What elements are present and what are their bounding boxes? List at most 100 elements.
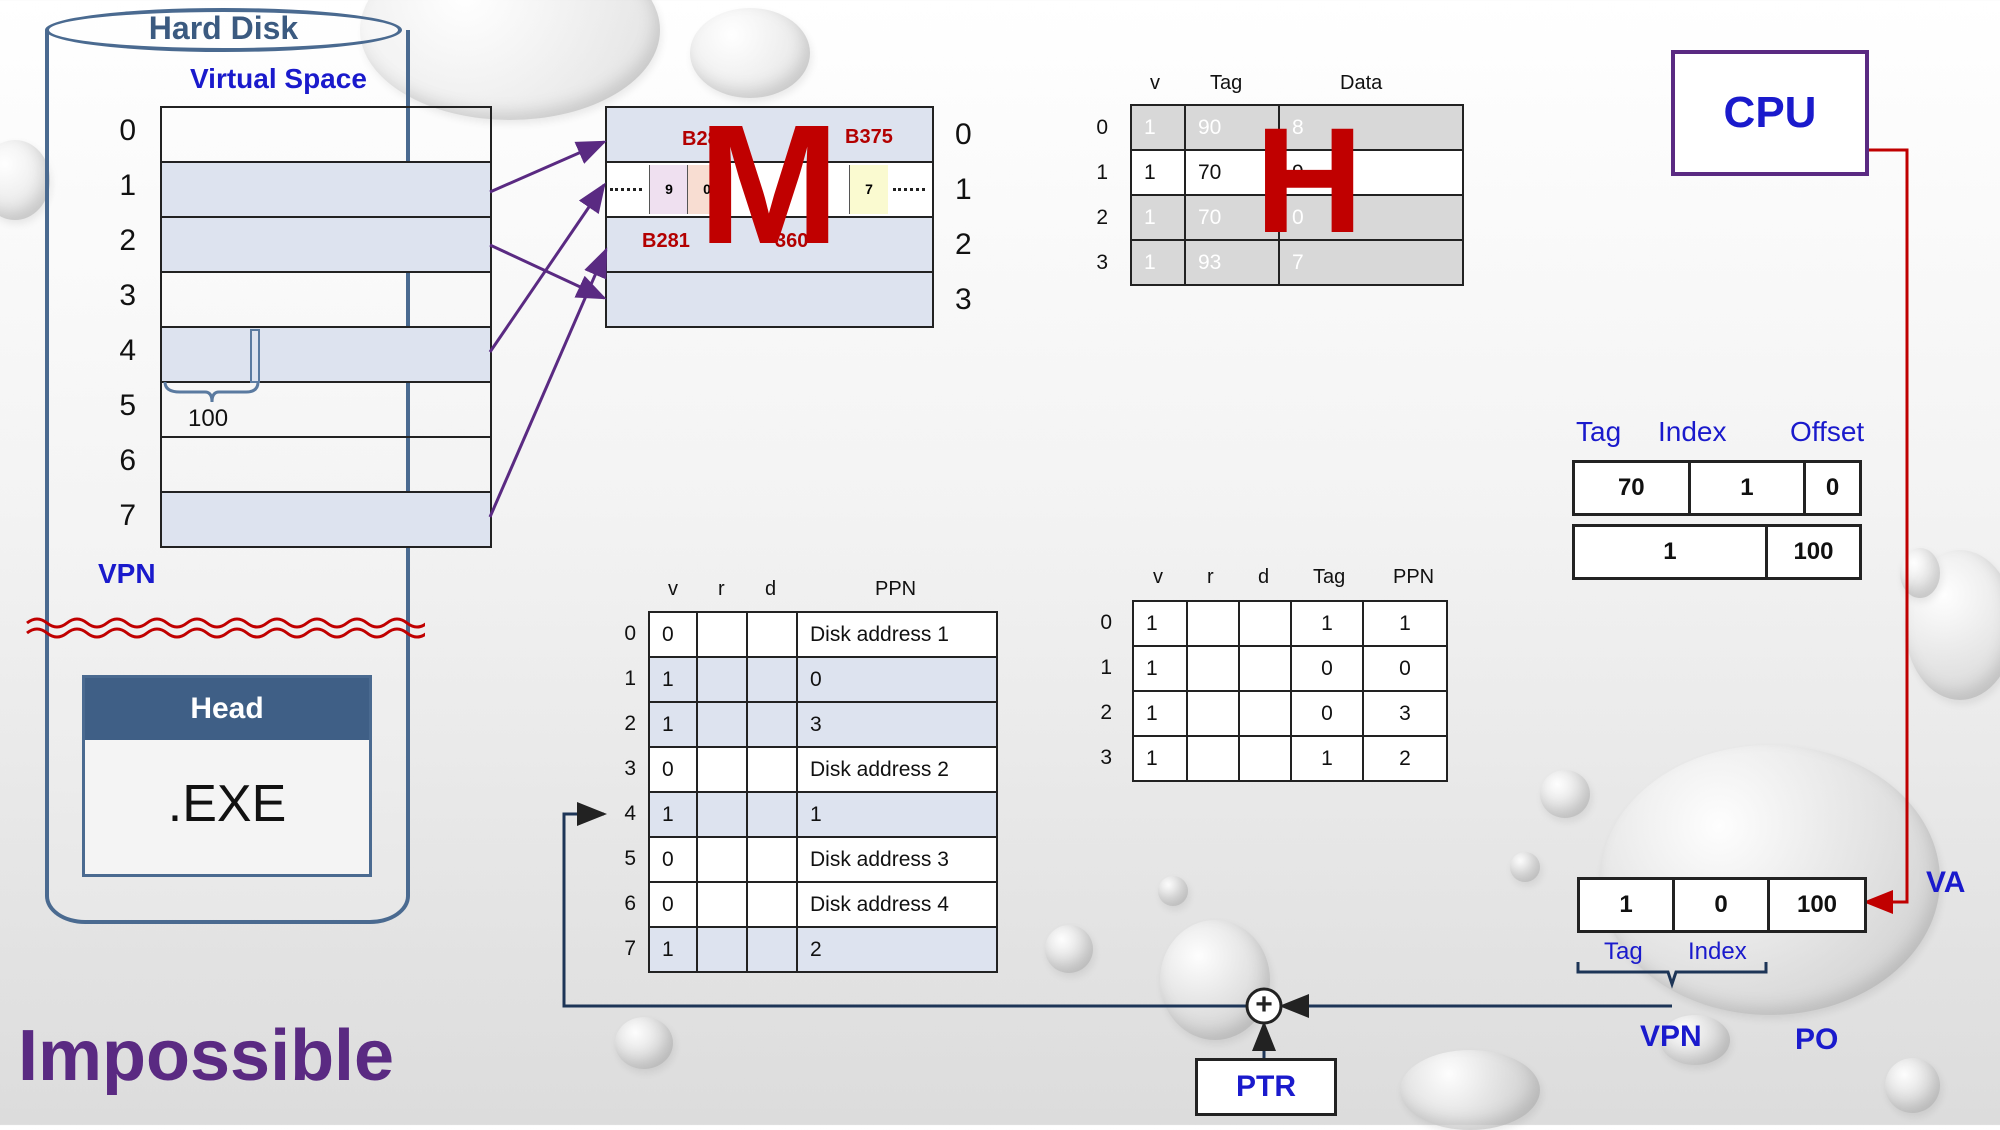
mem-row-3 bbox=[607, 273, 932, 326]
cache-row: 1 90 8 bbox=[1130, 104, 1464, 151]
va-po-label: PO bbox=[1795, 1023, 1839, 1056]
pt-cell: 3 bbox=[796, 701, 998, 748]
tlb-row: 1 1 2 bbox=[1132, 735, 1448, 782]
tlb-rownum: 1 bbox=[1100, 656, 1112, 679]
pt-rownum: 5 bbox=[624, 847, 636, 870]
ptr-box: PTR bbox=[1195, 1058, 1337, 1116]
water-drop bbox=[1045, 925, 1093, 973]
water-drop bbox=[1160, 920, 1270, 1040]
hard-disk-title: Hard Disk bbox=[148, 10, 299, 46]
pt-cell: 2 bbox=[796, 926, 998, 973]
cache-header-tag: Tag bbox=[1210, 72, 1243, 94]
pt-cell: 1 bbox=[648, 701, 698, 748]
tlb-header-v: v bbox=[1153, 566, 1163, 588]
tlb-cell: 3 bbox=[1362, 690, 1448, 737]
vs-rownum: 6 bbox=[119, 444, 136, 477]
tlb-cell: 1 bbox=[1132, 690, 1188, 737]
water-drop bbox=[1660, 1015, 1730, 1065]
mem-row-2 bbox=[607, 218, 932, 273]
cache-big-letter: H bbox=[1255, 96, 1364, 264]
pa-tag-value: 70 bbox=[1575, 463, 1691, 513]
va-label: VA bbox=[1926, 866, 1966, 899]
cache-table: 1 90 8 1 70 9 1 70 0 1 93 7 bbox=[1130, 104, 1464, 286]
pa-index-value: 1 bbox=[1691, 463, 1807, 513]
vs-row-3 bbox=[162, 273, 490, 328]
offset-value: 100 bbox=[188, 405, 229, 432]
pa-row-1: 70 1 0 bbox=[1572, 460, 1862, 516]
pt-row: 1 3 bbox=[648, 701, 998, 748]
pa-ppn-value: 1 bbox=[1575, 527, 1768, 577]
pt-cell: 0 bbox=[648, 836, 698, 883]
mem-mini-cell: 9 bbox=[649, 165, 688, 214]
head-box: Head .EXE bbox=[82, 675, 372, 877]
head-label: Head bbox=[85, 678, 369, 740]
vs-rownum: 1 bbox=[119, 169, 136, 202]
pt-header-v: v bbox=[668, 578, 678, 600]
va-box: 1 0 100 bbox=[1577, 877, 1867, 933]
vs-rownum: 0 bbox=[119, 114, 136, 147]
cache-rownum: 3 bbox=[1096, 251, 1108, 274]
tlb-cell: 1 bbox=[1132, 645, 1188, 692]
pt-row: 0 Disk address 2 bbox=[648, 746, 998, 793]
virtual-space-title: Virtual Space bbox=[190, 63, 367, 94]
water-drop bbox=[615, 1017, 673, 1069]
main-memory-table: 9 0 7 bbox=[605, 106, 934, 328]
cache-cell: 70 bbox=[1184, 194, 1280, 241]
block-label-b281: B281 bbox=[642, 230, 690, 252]
cache-rownum: 2 bbox=[1096, 206, 1108, 229]
mem-row-1: 9 0 7 bbox=[607, 163, 932, 218]
cpu-box: CPU bbox=[1671, 50, 1869, 176]
adder-icon: + bbox=[1255, 988, 1273, 1021]
cache-cell: 1 bbox=[1130, 104, 1186, 151]
pt-row: 1 1 bbox=[648, 791, 998, 838]
water-drop bbox=[1885, 1058, 1940, 1113]
vs-row-7 bbox=[162, 493, 490, 546]
tlb-cell: 0 bbox=[1290, 690, 1364, 737]
tlb-cell: 0 bbox=[1290, 645, 1364, 692]
tlb-cell: 2 bbox=[1362, 735, 1448, 782]
cache-rownum: 1 bbox=[1096, 161, 1108, 184]
va-index-label: Index bbox=[1688, 938, 1747, 965]
mem-row-0 bbox=[607, 108, 932, 163]
tlb-header-d: d bbox=[1258, 566, 1270, 588]
pt-cell: Disk address 4 bbox=[796, 881, 998, 928]
pt-cell: 1 bbox=[796, 791, 998, 838]
impossible-title: Impossible bbox=[18, 1016, 395, 1096]
pt-header-ppn: PPN bbox=[875, 578, 917, 600]
mem-rownum: 3 bbox=[955, 283, 972, 316]
pt-cell: Disk address 3 bbox=[796, 836, 998, 883]
block-label-b375: B375 bbox=[845, 126, 893, 148]
vs-row-4 bbox=[162, 328, 490, 383]
tlb-cell: 1 bbox=[1132, 600, 1188, 647]
mem-rownum: 2 bbox=[955, 228, 972, 261]
tlb-cell: 1 bbox=[1362, 600, 1448, 647]
vs-rownum: 3 bbox=[119, 279, 136, 312]
tlb-header-r: r bbox=[1207, 566, 1214, 588]
tlb-header-ppn: PPN bbox=[1393, 566, 1435, 588]
pt-rownum: 4 bbox=[624, 802, 636, 825]
pt-cell: Disk address 2 bbox=[796, 746, 998, 793]
cache-cell: 0 bbox=[1278, 194, 1464, 241]
cache-cell: 8 bbox=[1278, 104, 1464, 151]
pt-cell: 1 bbox=[648, 791, 698, 838]
pt-cell: 0 bbox=[796, 656, 998, 703]
virtual-space-table bbox=[160, 106, 492, 548]
memory-big-letter: M bbox=[698, 90, 840, 280]
water-drop bbox=[1540, 770, 1590, 818]
vs-row-2 bbox=[162, 218, 490, 273]
pa-offset-value: 0 bbox=[1825, 474, 1840, 501]
cache-row: 1 93 7 bbox=[1130, 239, 1464, 286]
tlb-row: 1 0 0 bbox=[1132, 645, 1448, 692]
va-vpn-label: VPN bbox=[1640, 1020, 1702, 1053]
pt-rownum: 1 bbox=[624, 667, 636, 690]
mem-rownum: 0 bbox=[955, 118, 972, 151]
wavy-break-line bbox=[26, 617, 425, 639]
offset-brace bbox=[163, 381, 260, 403]
pt-row: 0 Disk address 4 bbox=[648, 881, 998, 928]
tlb-row: 1 1 1 bbox=[1132, 600, 1448, 647]
cache-cell: 70 bbox=[1184, 149, 1280, 196]
water-drop bbox=[690, 8, 810, 98]
pt-cell: 1 bbox=[648, 926, 698, 973]
tlb-rownum: 2 bbox=[1100, 701, 1112, 724]
pt-row: 1 2 bbox=[648, 926, 998, 973]
